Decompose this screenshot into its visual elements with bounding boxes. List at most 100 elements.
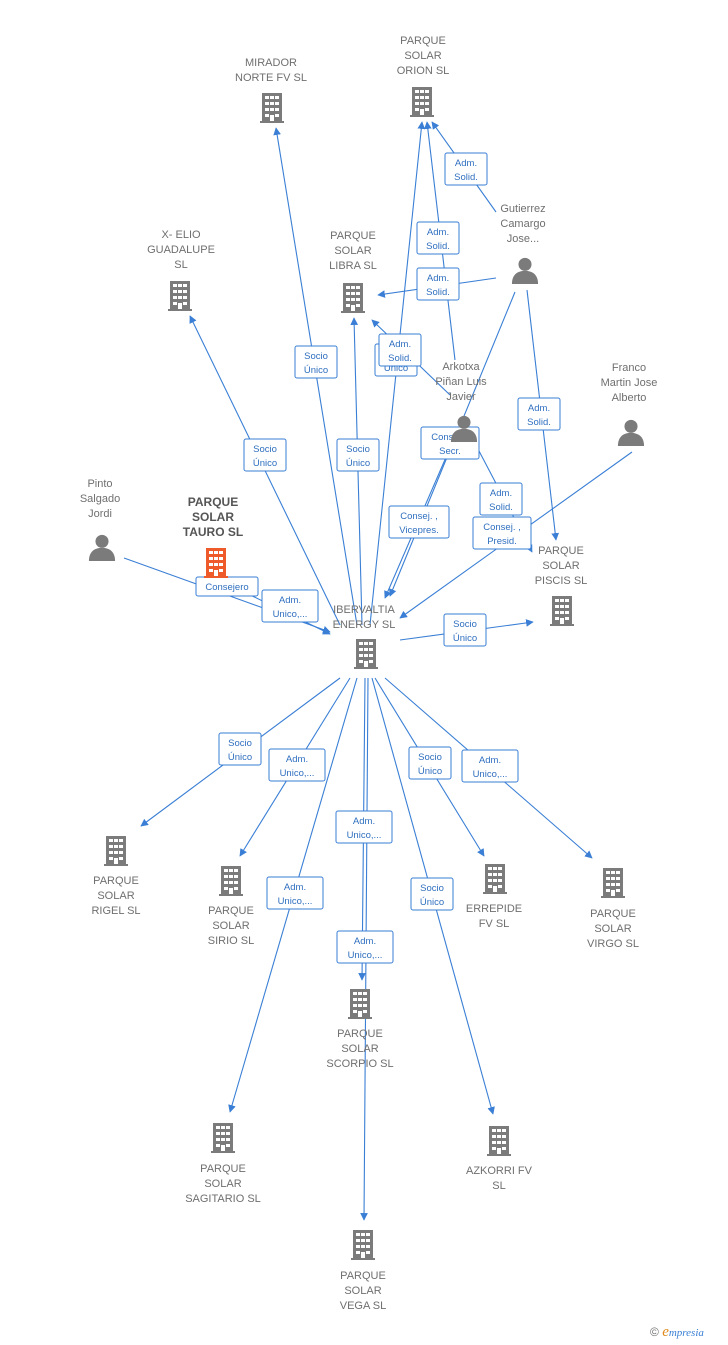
node-label-line: PARQUE xyxy=(208,905,254,917)
edge-label-text: Adm. xyxy=(354,936,376,947)
building-icon xyxy=(487,1126,511,1156)
edge-label-text: Único xyxy=(384,363,408,374)
edge-label[interactable]: Adm.Solid. xyxy=(479,482,523,516)
building-icon xyxy=(601,868,625,898)
edge-label[interactable]: Adm. Unico,... xyxy=(335,810,393,844)
edge-label-text: Único xyxy=(253,458,277,469)
edge-labels-layer: Adm.Solid. Adm.Solid. Adm.Solid. SocioÚn… xyxy=(195,152,561,964)
edge-label-text: Adm. xyxy=(284,882,306,893)
edge-label[interactable]: Adm. Solid. xyxy=(378,333,422,367)
edge-label[interactable]: Adm.Solid. xyxy=(416,267,460,301)
node-label-line: PARQUE xyxy=(188,495,238,509)
node[interactable]: GutierrezCamargoJose... xyxy=(500,203,546,284)
node-label-line: PARQUE xyxy=(590,908,636,920)
building-icon xyxy=(219,866,243,896)
edge-label-text: Adm. xyxy=(389,339,411,350)
edge-label[interactable]: Consej. ,Presid. xyxy=(472,516,532,550)
node-label-line: SOLAR xyxy=(334,245,371,257)
person-icon xyxy=(617,419,645,446)
edge-label-text: Adm. xyxy=(353,816,375,827)
building-icon xyxy=(550,596,574,626)
edge-label-text: Unico,... xyxy=(347,830,382,841)
empresia-logo-text: mpresia xyxy=(668,1327,704,1339)
edge-label[interactable]: Adm.Unico,... xyxy=(461,749,519,783)
node-label-line: ERREPIDE xyxy=(466,903,522,915)
node-label-line: Gutierrez xyxy=(500,203,545,215)
edge-label[interactable]: Adm. Unico,... xyxy=(336,930,394,964)
edge-label[interactable]: Adm.Solid. xyxy=(444,152,488,186)
edge-label[interactable]: Adm. Unico,... xyxy=(266,876,324,910)
building-icon xyxy=(348,989,372,1019)
edge-label-text: Unico,... xyxy=(348,950,383,961)
building-icon xyxy=(204,548,228,578)
building-icon xyxy=(168,281,192,311)
edge-label-text: Único xyxy=(420,897,444,908)
edge-label-text: Unico,... xyxy=(278,896,313,907)
edge-label[interactable]: Adm.Unico,... xyxy=(261,589,319,623)
edge-label-text: Solid. xyxy=(527,417,551,428)
node-label-line: PISCIS SL xyxy=(535,575,588,587)
node-label-line: PARQUE xyxy=(200,1163,246,1175)
node-label-line: AZKORRI FV xyxy=(466,1165,533,1177)
node-label-line: SOLAR xyxy=(204,1178,241,1190)
edge-label[interactable]: Consej. ,Vicepres. xyxy=(388,505,450,539)
edge-label-text: Solid. xyxy=(426,241,450,252)
edge-label-text: Unico,... xyxy=(473,769,508,780)
node-label-line: PARQUE xyxy=(538,545,584,557)
node-label-line: Piñan Luis xyxy=(435,376,487,388)
edge-label-text: Único xyxy=(304,365,328,376)
edge-label-text: Socio xyxy=(346,444,370,455)
edge-label[interactable]: Adm.Unico,... xyxy=(268,748,326,782)
node-label-line: SOLAR xyxy=(341,1043,378,1055)
edge-label[interactable]: Adm. Solid. xyxy=(517,397,561,431)
edge-label[interactable]: Adm.Solid. xyxy=(416,221,460,255)
edge-label-text: Socio xyxy=(304,351,328,362)
node-label-line: SIRIO SL xyxy=(208,935,254,947)
building-icon xyxy=(260,93,284,123)
node-label-line: IBERVALTIA xyxy=(333,604,395,616)
edge-label-text: Solid. xyxy=(388,353,412,364)
edge-label[interactable]: Consejero xyxy=(195,576,259,597)
edge-label-text: Único xyxy=(228,752,252,763)
edge-label-text: Adm. xyxy=(528,403,550,414)
person-icon xyxy=(511,257,539,284)
node-label-line: Martin Jose xyxy=(601,377,658,389)
edge-label-text: Unico,... xyxy=(280,768,315,779)
edge-label-text: Adm. xyxy=(490,488,512,499)
